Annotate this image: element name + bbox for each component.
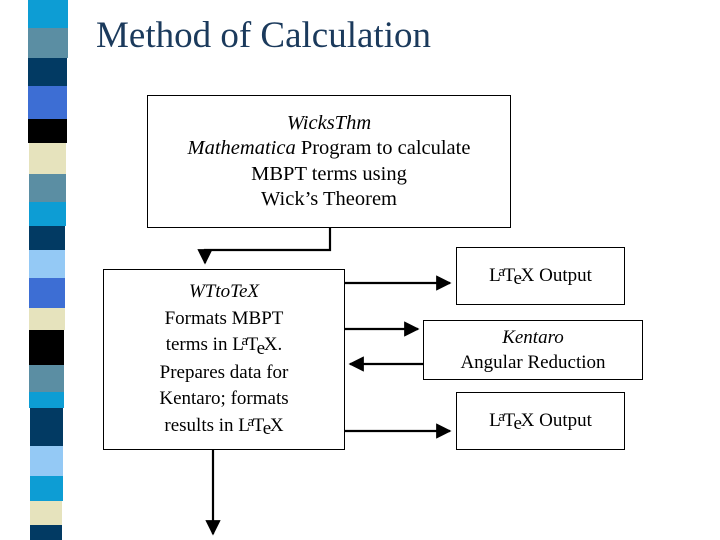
color-band bbox=[28, 143, 67, 174]
box-latex-output-top-label: LaTeX Output bbox=[489, 263, 592, 290]
box-wicksthm-line-2-rest: Program to calculate bbox=[295, 137, 471, 159]
color-band bbox=[28, 119, 67, 143]
color-band bbox=[29, 408, 64, 446]
box-wicksthm-line-2-emphasis: Mathematica bbox=[187, 137, 296, 159]
color-band bbox=[28, 28, 68, 58]
box-wicksthm-line-2: Mathematica Program to calculate bbox=[188, 136, 471, 162]
color-band bbox=[29, 365, 64, 392]
box-kentaro-angular-reduction[interactable]: Kentaro Angular Reduction bbox=[423, 320, 643, 380]
box-wicksthm-line-4: Wick’s Theorem bbox=[261, 188, 397, 210]
box-wicksthm-line-3: MBPT terms using bbox=[251, 162, 407, 185]
box-wttotex-line-5: Kentaro; formats bbox=[159, 388, 289, 409]
color-band bbox=[29, 446, 64, 476]
box-kentaro-line-2: Angular Reduction bbox=[460, 352, 606, 373]
color-band bbox=[29, 501, 63, 525]
box-wttotex-line-1: WTtoTeX bbox=[188, 281, 260, 302]
box-latex-output-top[interactable]: LaTeX Output bbox=[456, 247, 625, 305]
color-band bbox=[29, 392, 64, 408]
color-band bbox=[28, 86, 68, 119]
box-wttotex[interactable]: WTtoTeX Formats MBPT terms in LaTeX. Pre… bbox=[103, 269, 345, 450]
color-band bbox=[29, 308, 65, 330]
color-band bbox=[29, 330, 65, 365]
color-band bbox=[29, 476, 63, 501]
box-latex-output-bottom[interactable]: LaTeX Output bbox=[456, 392, 625, 450]
box-wttotex-line-2: Formats MBPT bbox=[164, 307, 284, 329]
decorative-color-strip bbox=[0, 0, 90, 540]
page-title: Method of Calculation bbox=[96, 15, 431, 56]
color-band bbox=[28, 250, 66, 278]
color-band bbox=[29, 525, 63, 540]
color-band bbox=[29, 278, 65, 308]
color-band bbox=[28, 226, 66, 250]
box-latex-output-bottom-label: LaTeX Output bbox=[489, 408, 592, 435]
color-band bbox=[28, 58, 68, 86]
box-wttotex-line-4: Prepares data for bbox=[159, 361, 289, 383]
connector-wicksthm-to-wttotex bbox=[197, 228, 332, 265]
box-wttotex-line-3: terms in LaTeX. bbox=[165, 333, 283, 359]
color-band bbox=[28, 0, 68, 28]
box-wttotex-line-6: results in LaTeX bbox=[164, 413, 284, 440]
color-band bbox=[28, 174, 67, 202]
box-wicksthm[interactable]: WicksThm Mathematica Program to calculat… bbox=[147, 95, 511, 228]
box-kentaro-line-1: Kentaro bbox=[502, 327, 564, 348]
box-wicksthm-line-1: WicksThm bbox=[286, 111, 372, 134]
color-band bbox=[28, 202, 66, 226]
